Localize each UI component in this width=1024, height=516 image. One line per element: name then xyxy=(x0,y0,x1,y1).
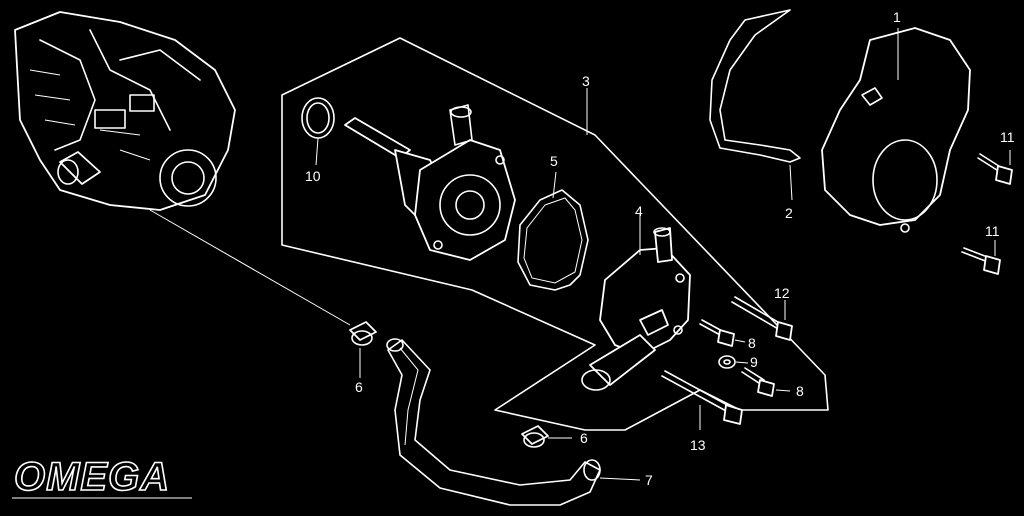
callout-11-lower: 11 xyxy=(985,223,1000,239)
bolt-8-lower xyxy=(741,367,791,397)
water-hose-7 xyxy=(386,338,641,506)
engine-block xyxy=(14,11,236,211)
callout-11-upper: 11 xyxy=(1000,129,1015,145)
cover-1 xyxy=(821,27,971,233)
bolt-12 xyxy=(731,296,793,341)
callout-2: 2 xyxy=(785,205,793,221)
callout-6-upper: 6 xyxy=(355,379,363,395)
bolt-13 xyxy=(661,370,743,430)
callout-6-lower: 6 xyxy=(580,430,588,446)
callout-13: 13 xyxy=(690,437,706,453)
callout-4: 4 xyxy=(635,203,643,219)
water-pump-assembly xyxy=(344,104,516,261)
gasket-5 xyxy=(517,171,589,291)
callout-1: 1 xyxy=(893,9,901,25)
callout-10: 10 xyxy=(305,168,321,184)
callout-7: 7 xyxy=(645,472,653,488)
bolt-11-upper xyxy=(977,150,1013,185)
callout-9: 9 xyxy=(750,354,758,370)
hose-clamp-6-upper xyxy=(349,321,377,378)
bolt-11-lower xyxy=(961,240,1001,275)
washer-9 xyxy=(718,355,749,369)
callout-3: 3 xyxy=(582,73,590,89)
callout-8-lower: 8 xyxy=(796,383,804,399)
gasket-2 xyxy=(709,9,801,201)
callout-8-upper: 8 xyxy=(748,335,756,351)
pump-cover-4 xyxy=(581,220,691,391)
callout-12: 12 xyxy=(774,285,790,301)
o-ring-10 xyxy=(301,97,335,166)
callout-5: 5 xyxy=(550,153,558,169)
bolt-8-upper xyxy=(699,319,746,347)
omega-watermark: OMEGA xyxy=(14,455,170,499)
hose-clamp-6-lower xyxy=(521,425,572,448)
